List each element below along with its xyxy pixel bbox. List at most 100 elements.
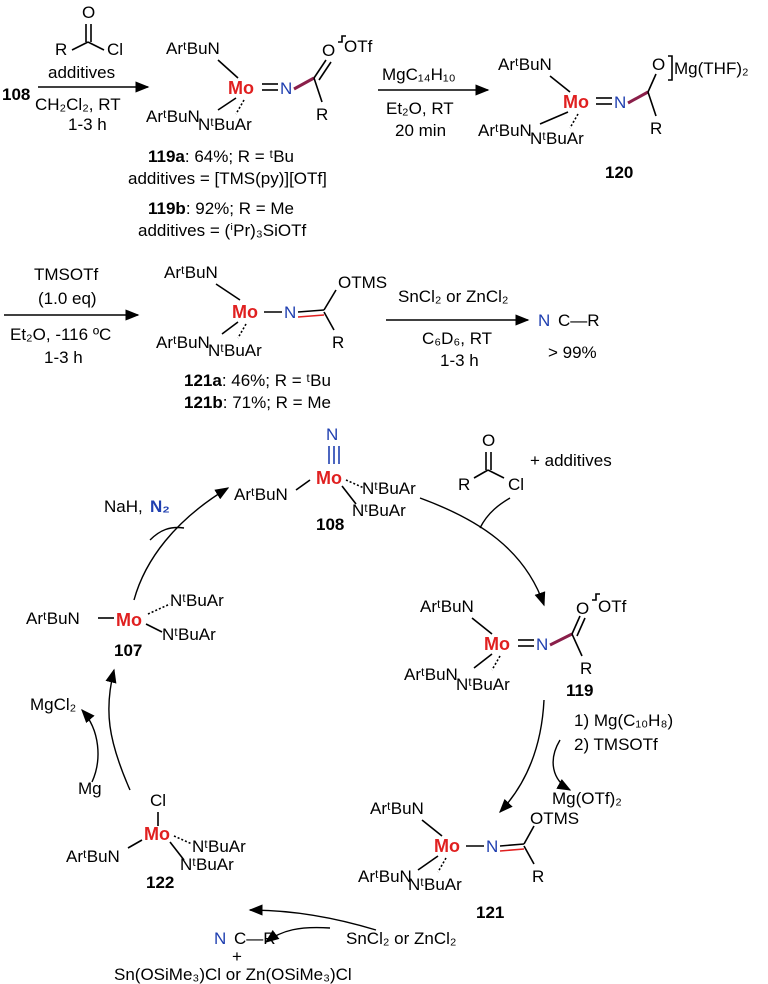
svg-text:R: R xyxy=(532,867,544,886)
svg-text:OTMS: OTMS xyxy=(530,809,579,828)
svg-text:O: O xyxy=(482,431,495,450)
svg-text:N: N xyxy=(536,635,548,654)
svg-text:108: 108 xyxy=(316,515,344,534)
svg-text:Sn(OSiMe₃)Cl or Zn(OSiMe₃)Cl: Sn(OSiMe₃)Cl or Zn(OSiMe₃)Cl xyxy=(114,965,352,984)
svg-text:Cl: Cl xyxy=(508,475,524,494)
svg-text:O: O xyxy=(652,55,665,74)
svg-text:ArᵗBuN: ArᵗBuN xyxy=(146,107,200,126)
svg-text:NᵗBuAr: NᵗBuAr xyxy=(208,341,262,360)
svg-text:N: N xyxy=(214,929,226,948)
svg-text:+ additives: + additives xyxy=(530,451,612,470)
step1-cond2: 1-3 h xyxy=(68,115,107,134)
step2-cond1: Et₂O, RT xyxy=(386,99,454,118)
svg-text:O: O xyxy=(82,3,95,22)
svg-text:121b: 71%; R = Me: 121b: 71%; R = Me xyxy=(184,393,331,412)
acyl-chloride-reagent: O R Cl xyxy=(55,3,123,59)
cycle-reduction-1: 1) Mg(C₁₀H₈) xyxy=(574,711,673,730)
svg-text:Cl: Cl xyxy=(150,791,166,810)
svg-text:ArᵗBuN: ArᵗBuN xyxy=(420,597,474,616)
svg-text:ArᵗBuN: ArᵗBuN xyxy=(156,333,210,352)
svg-text:ArᵗBuN: ArᵗBuN xyxy=(498,55,552,74)
svg-text:NᵗBuAr: NᵗBuAr xyxy=(192,837,246,856)
nitrile-product: N C—R > 99% xyxy=(538,311,600,362)
step3-above2: (1.0 eq) xyxy=(38,289,97,308)
svg-text:119: 119 xyxy=(566,681,593,700)
step1-cond1: CH₂Cl₂, RT xyxy=(35,95,121,114)
svg-text:Mo: Mo xyxy=(484,634,510,654)
svg-text:N: N xyxy=(538,311,550,330)
svg-text:Mo: Mo xyxy=(144,824,170,844)
svg-text:ArᵗBuN: ArᵗBuN xyxy=(234,485,288,504)
step3-above1: TMSOTf xyxy=(34,265,98,284)
yield-121: 121a: 46%; R = ᵗBu 121b: 71%; R = Me xyxy=(184,371,331,412)
svg-text:120: 120 xyxy=(605,163,633,182)
svg-text:NᵗBuAr: NᵗBuAr xyxy=(180,855,234,874)
svg-text:O: O xyxy=(322,41,335,60)
cycle-arrows xyxy=(81,487,572,943)
complex-121: ArᵗBuN Mo N OTMS R ArᵗBuN NᵗBuAr xyxy=(156,263,387,360)
cycle-mgcl2: MgCl₂ xyxy=(30,695,76,714)
svg-text:121: 121 xyxy=(476,903,504,922)
cycle-complex-122: Cl Mo ArᵗBuN NᵗBuAr NᵗBuAr 122 xyxy=(66,791,246,892)
svg-text:N: N xyxy=(486,837,498,856)
svg-text:N: N xyxy=(614,93,626,112)
step4-cond1: C₆D₆, RT xyxy=(422,329,492,348)
cycle-complex-119: ArᵗBuN Mo N O R OTf ArᵗBuN NᵗBuAr 119 xyxy=(404,593,627,700)
svg-text:+: + xyxy=(232,947,242,966)
cycle-complex-108: N Mo ArᵗBuN NᵗBuAr NᵗBuAr 108 xyxy=(234,425,416,534)
svg-text:R: R xyxy=(332,333,344,352)
svg-text:ArᵗBuN: ArᵗBuN xyxy=(166,39,220,58)
complex-119: ArᵗBuN Mo N O R OTf ArᵗBuN NᵗBuAr xyxy=(146,35,373,134)
svg-text:Mg(THF)₂: Mg(THF)₂ xyxy=(674,59,749,78)
complex-120: ArᵗBuN Mo N O R Mg(THF)₂ ArᵗBuN NᵗBuAr 1… xyxy=(478,55,749,182)
cycle-complex-121: ArᵗBuN Mo N OTMS R ArᵗBuN NᵗBuAr 121 xyxy=(358,799,579,922)
svg-text:NᵗBuAr: NᵗBuAr xyxy=(408,875,462,894)
svg-text:C—R: C—R xyxy=(558,311,600,330)
svg-text:119b: 92%; R = Me: 119b: 92%; R = Me xyxy=(148,199,294,218)
svg-text:Mo: Mo xyxy=(316,468,342,488)
svg-text:ArᵗBuN: ArᵗBuN xyxy=(404,665,458,684)
step2-above: MgC₁₄H₁₀ xyxy=(382,65,456,84)
svg-text:NᵗBuAr: NᵗBuAr xyxy=(456,675,510,694)
cycle-nitrile-release: N C—R + Sn(OSiMe₃)Cl or Zn(OSiMe₃)Cl xyxy=(114,929,352,984)
svg-text:R: R xyxy=(650,119,662,138)
svg-text:Mo: Mo xyxy=(116,610,142,630)
svg-text:NᵗBuAr: NᵗBuAr xyxy=(362,479,416,498)
svg-text:R: R xyxy=(458,475,470,494)
svg-text:Mo: Mo xyxy=(232,302,258,322)
step4-cond2: 1-3 h xyxy=(440,351,479,370)
svg-text:NᵗBuAr: NᵗBuAr xyxy=(170,591,224,610)
svg-text:C—R: C—R xyxy=(234,929,276,948)
cycle-reduction-2: 2) TMSOTf xyxy=(574,735,658,754)
cycle-nah: NaH, xyxy=(104,497,143,516)
svg-text:NᵗBuAr: NᵗBuAr xyxy=(530,129,584,148)
cycle-mgotf2: Mg(OTf)₂ xyxy=(552,789,622,808)
cycle-lewis-acid: SnCl₂ or ZnCl₂ xyxy=(346,929,457,948)
svg-text:additives = (ⁱPr)₃SiOTf: additives = (ⁱPr)₃SiOTf xyxy=(138,221,306,240)
svg-text:Mo: Mo xyxy=(434,836,460,856)
step4-above: SnCl₂ or ZnCl₂ xyxy=(398,287,509,306)
svg-text:ArᵗBuN: ArᵗBuN xyxy=(478,121,532,140)
svg-text:119a: 64%; R = ᵗBu: 119a: 64%; R = ᵗBu xyxy=(148,147,294,166)
svg-text:OTMS: OTMS xyxy=(338,273,387,292)
step3-cond1: Et₂O, -116 ºC xyxy=(10,325,111,344)
svg-text:O: O xyxy=(576,599,589,618)
svg-text:R: R xyxy=(316,105,328,124)
svg-text:OTf: OTf xyxy=(598,597,627,616)
svg-text:additives = [TMS(py)][OTf]: additives = [TMS(py)][OTf] xyxy=(128,169,327,188)
svg-text:ArᵗBuN: ArᵗBuN xyxy=(358,867,412,886)
svg-text:NᵗBuAr: NᵗBuAr xyxy=(352,501,406,520)
product-yield: > 99% xyxy=(548,343,597,362)
svg-text:ArᵗBuN: ArᵗBuN xyxy=(164,263,218,282)
svg-text:122: 122 xyxy=(146,873,174,892)
svg-text:R: R xyxy=(55,40,67,59)
svg-text:N: N xyxy=(280,79,292,98)
step1-above: additives xyxy=(48,63,115,82)
svg-text:107: 107 xyxy=(114,641,142,660)
start-compound-108: 108 xyxy=(2,85,30,104)
svg-text:NᵗBuAr: NᵗBuAr xyxy=(198,115,252,134)
svg-text:NᵗBuAr: NᵗBuAr xyxy=(162,625,216,644)
svg-text:Cl: Cl xyxy=(107,40,123,59)
cycle-n2: N₂ xyxy=(150,497,170,516)
